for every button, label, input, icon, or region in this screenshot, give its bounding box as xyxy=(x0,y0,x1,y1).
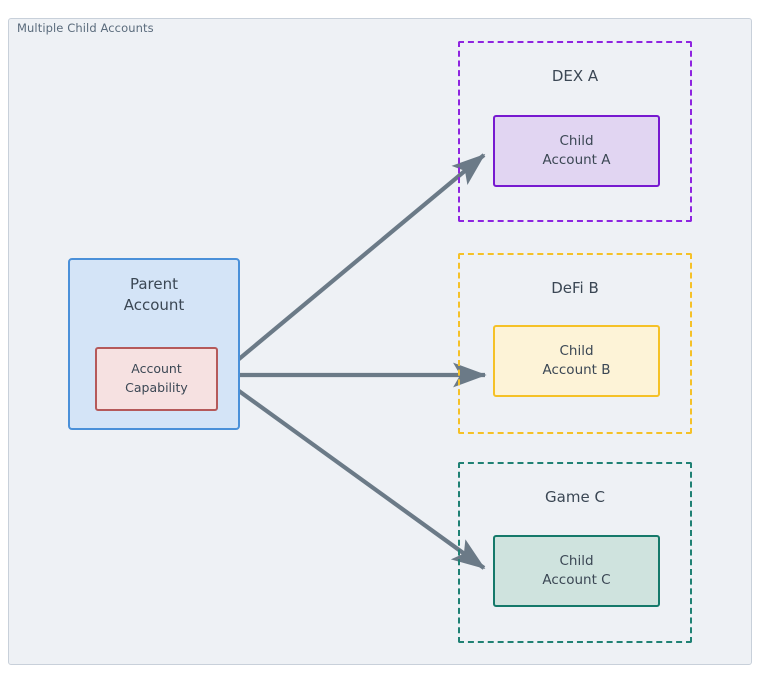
account-capability-label-line2: Capability xyxy=(125,380,188,395)
child-account-a-node[interactable]: Child Account A xyxy=(493,115,660,187)
child-account-c-node[interactable]: Child Account C xyxy=(493,535,660,607)
group-defi-b: DeFi B xyxy=(458,253,692,434)
child-account-b-label-line1: Child xyxy=(559,342,594,359)
group-dex-a: DEX A xyxy=(458,41,692,222)
account-capability-label-line1: Account xyxy=(131,361,182,377)
parent-account-node[interactable]: Parent Account Account Capability xyxy=(68,258,240,430)
child-account-a-label-line1: Child xyxy=(559,132,594,149)
child-account-c-label-line2: Account C xyxy=(542,572,611,588)
account-capability-node[interactable]: Account Capability xyxy=(95,347,218,411)
child-account-b-label-line2: Account B xyxy=(542,362,611,378)
group-dex-a-title: DEX A xyxy=(551,67,599,85)
group-defi-b-title: DeFi B xyxy=(551,279,599,297)
group-game-c: Game C xyxy=(458,462,692,643)
parent-account-label-line1: Parent xyxy=(129,275,179,293)
parent-account-label-line2: Account xyxy=(123,296,185,315)
child-account-a-label-line2: Account A xyxy=(542,152,611,168)
group-game-c-title: Game C xyxy=(545,488,605,506)
child-account-c-label-line1: Child xyxy=(559,552,594,569)
panel-title: Multiple Child Accounts xyxy=(17,21,154,35)
child-account-b-node[interactable]: Child Account B xyxy=(493,325,660,397)
